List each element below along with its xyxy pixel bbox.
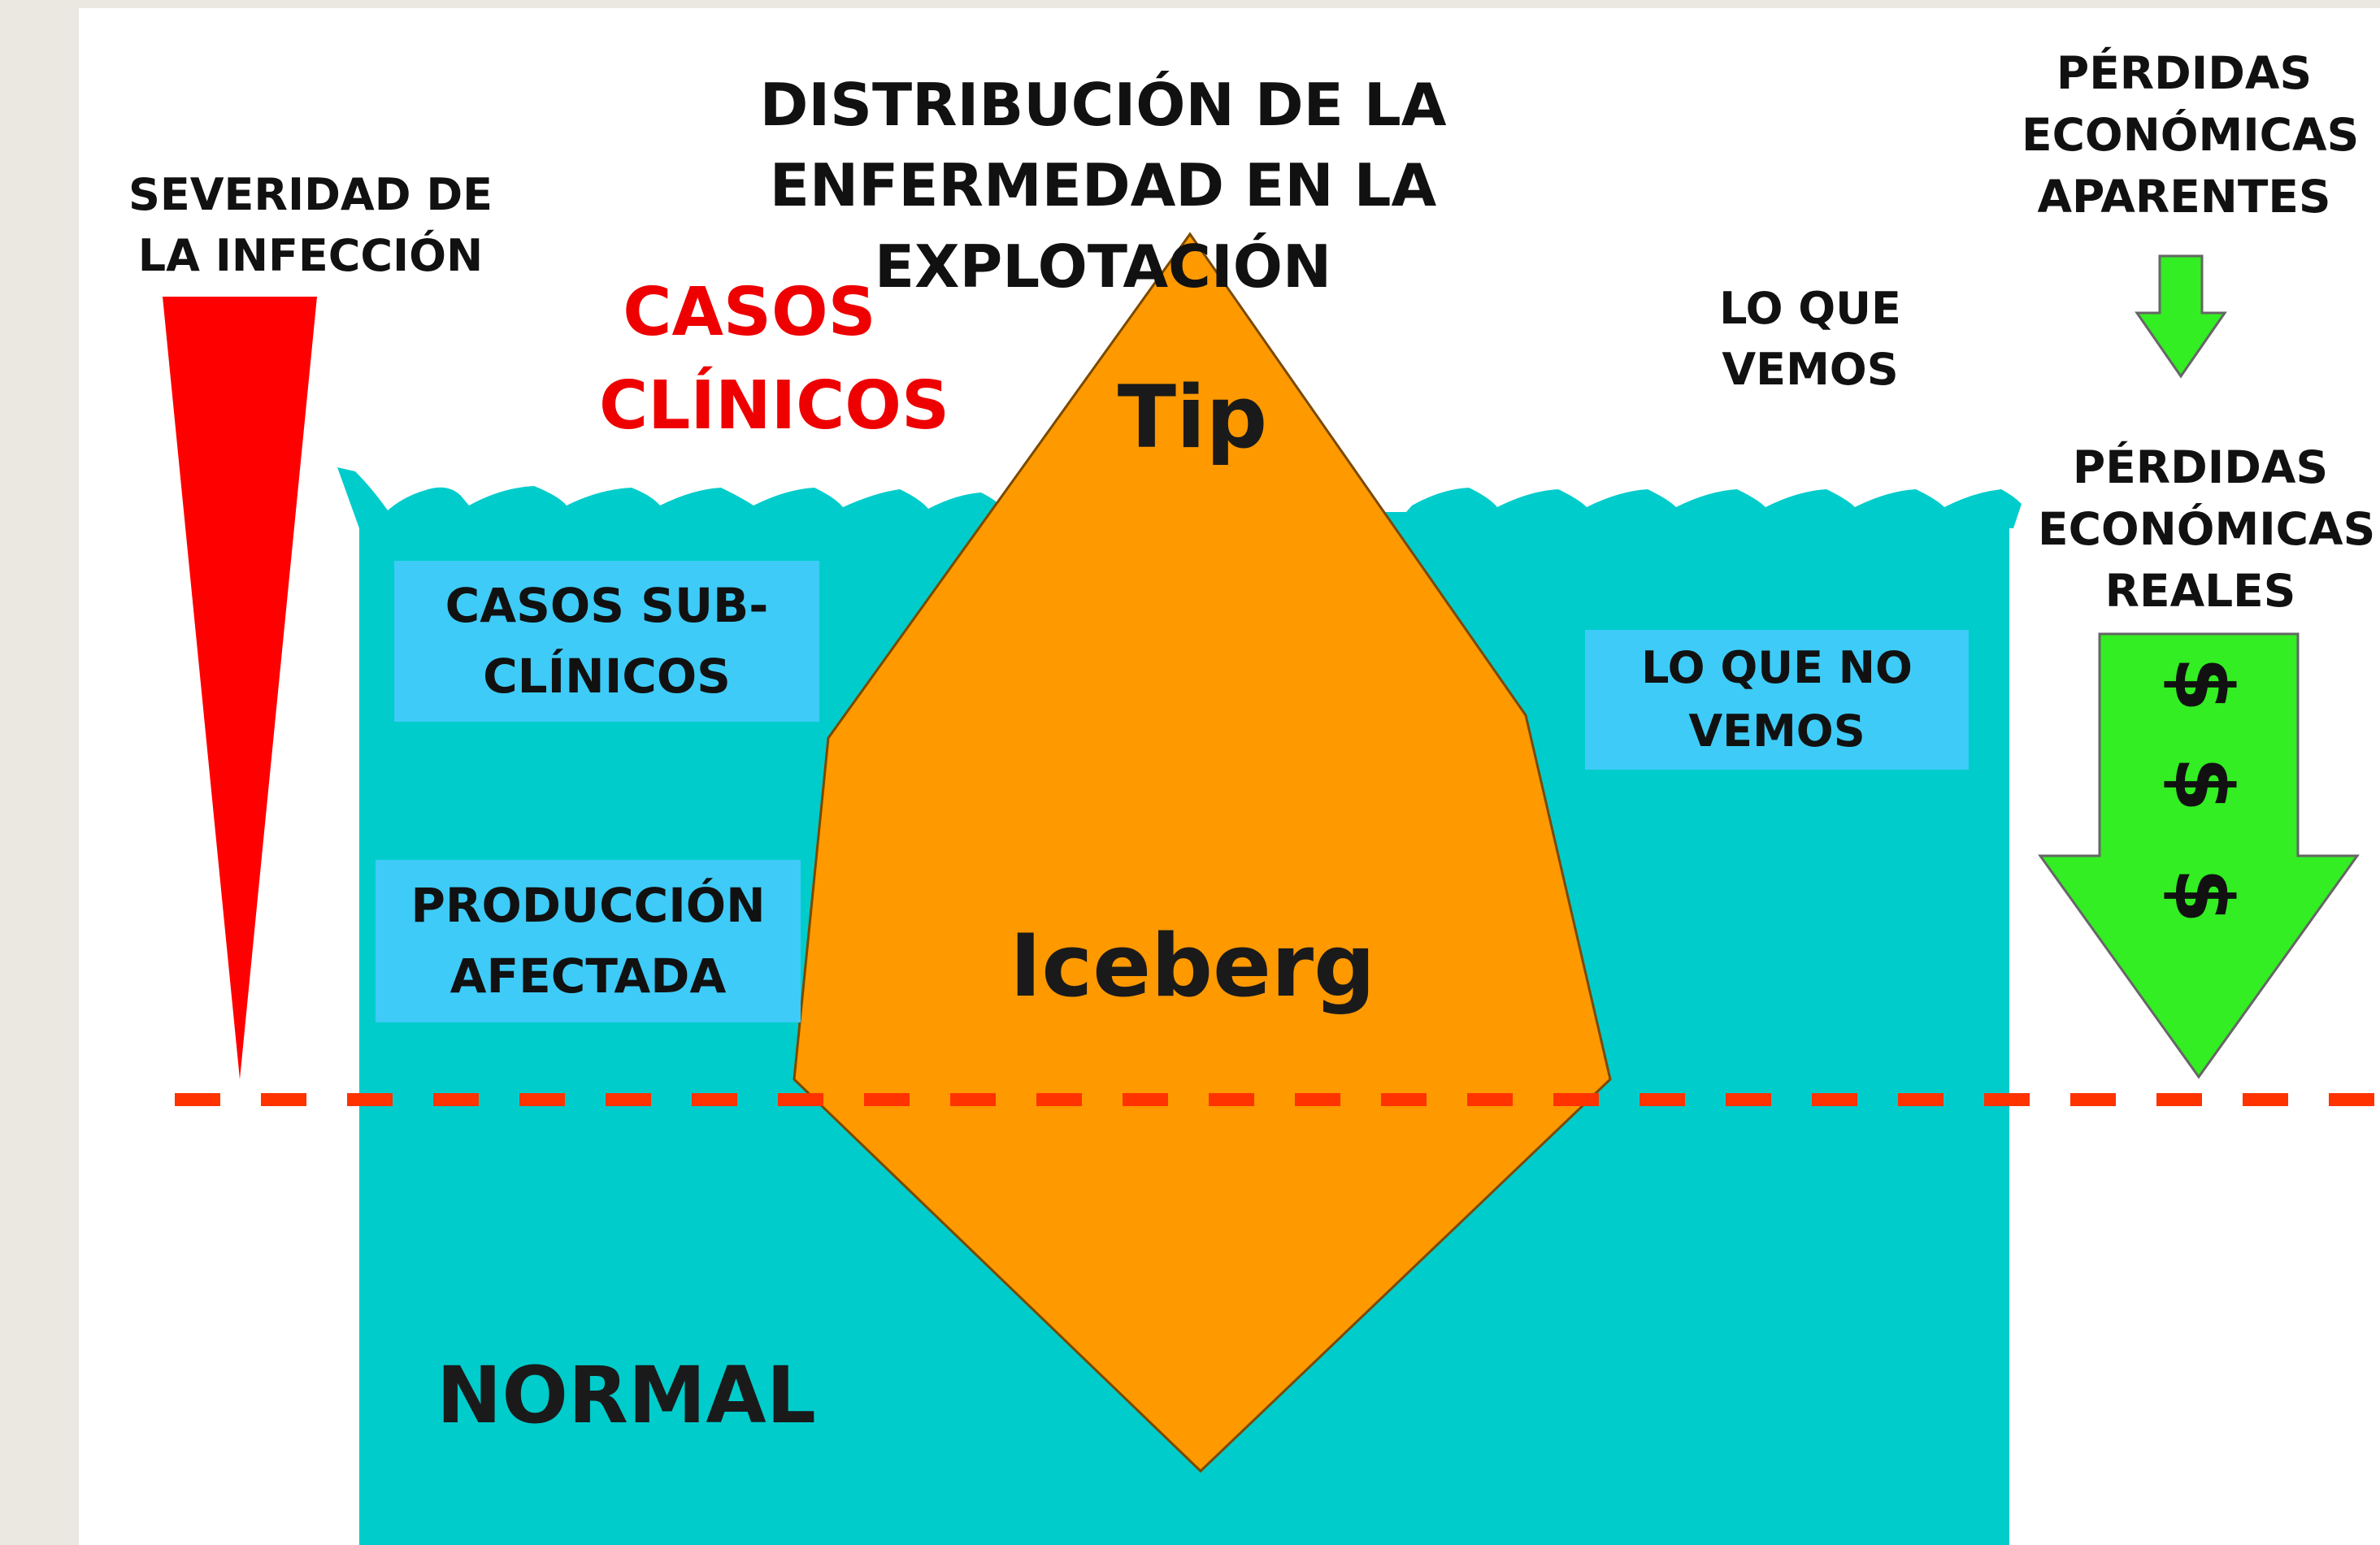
real-loss-arrow-icon (2038, 632, 2360, 1079)
slide: DISTRIBUCIÓN DE LA ENFERMEDAD EN LA EXPL… (79, 8, 2380, 1545)
affected-production-label: PRODUCCIÓN AFECTADA (410, 878, 766, 1004)
affected-production-box: PRODUCCIÓN AFECTADA (376, 860, 801, 1022)
real-losses-label: PÉRDIDAS ECONÓMICAS REALES (2038, 441, 2376, 617)
dollar-symbol-2: $ (2156, 756, 2249, 813)
water-surface (337, 467, 2022, 528)
normal-label: NORMAL (436, 1350, 816, 1441)
severity-label-background (98, 157, 529, 297)
seen-label: LO QUE VEMOS (1719, 283, 1901, 395)
diagram-title: DISTRIBUCIÓN DE LA ENFERMEDAD EN LA EXPL… (759, 71, 1447, 301)
severity-wedge-icon (163, 297, 317, 1079)
dollar-symbol-1: $ (2156, 656, 2249, 713)
clinical-cases-label: CASOS CLÍNICOS (599, 274, 950, 445)
tip-label: Tip (1117, 367, 1268, 467)
subclinical-cases-box: CASOS SUB- CLÍNICOS (394, 561, 819, 722)
unseen-box: LO QUE NO VEMOS (1585, 630, 1969, 770)
apparent-losses-label: PÉRDIDAS ECONÓMICAS APARENTES (2022, 47, 2360, 223)
unseen-label: LO QUE NO VEMOS (1641, 641, 1913, 757)
dollar-symbol-3: $ (2156, 867, 2249, 924)
iceberg-label: Iceberg (1009, 916, 1376, 1016)
severity-label: SEVERIDAD DE LA INFECCIÓN (128, 169, 493, 281)
iceberg-shape (793, 232, 1612, 1473)
apparent-loss-arrow-icon (2135, 254, 2227, 379)
subclinical-cases-label: CASOS SUB- CLÍNICOS (445, 578, 769, 704)
